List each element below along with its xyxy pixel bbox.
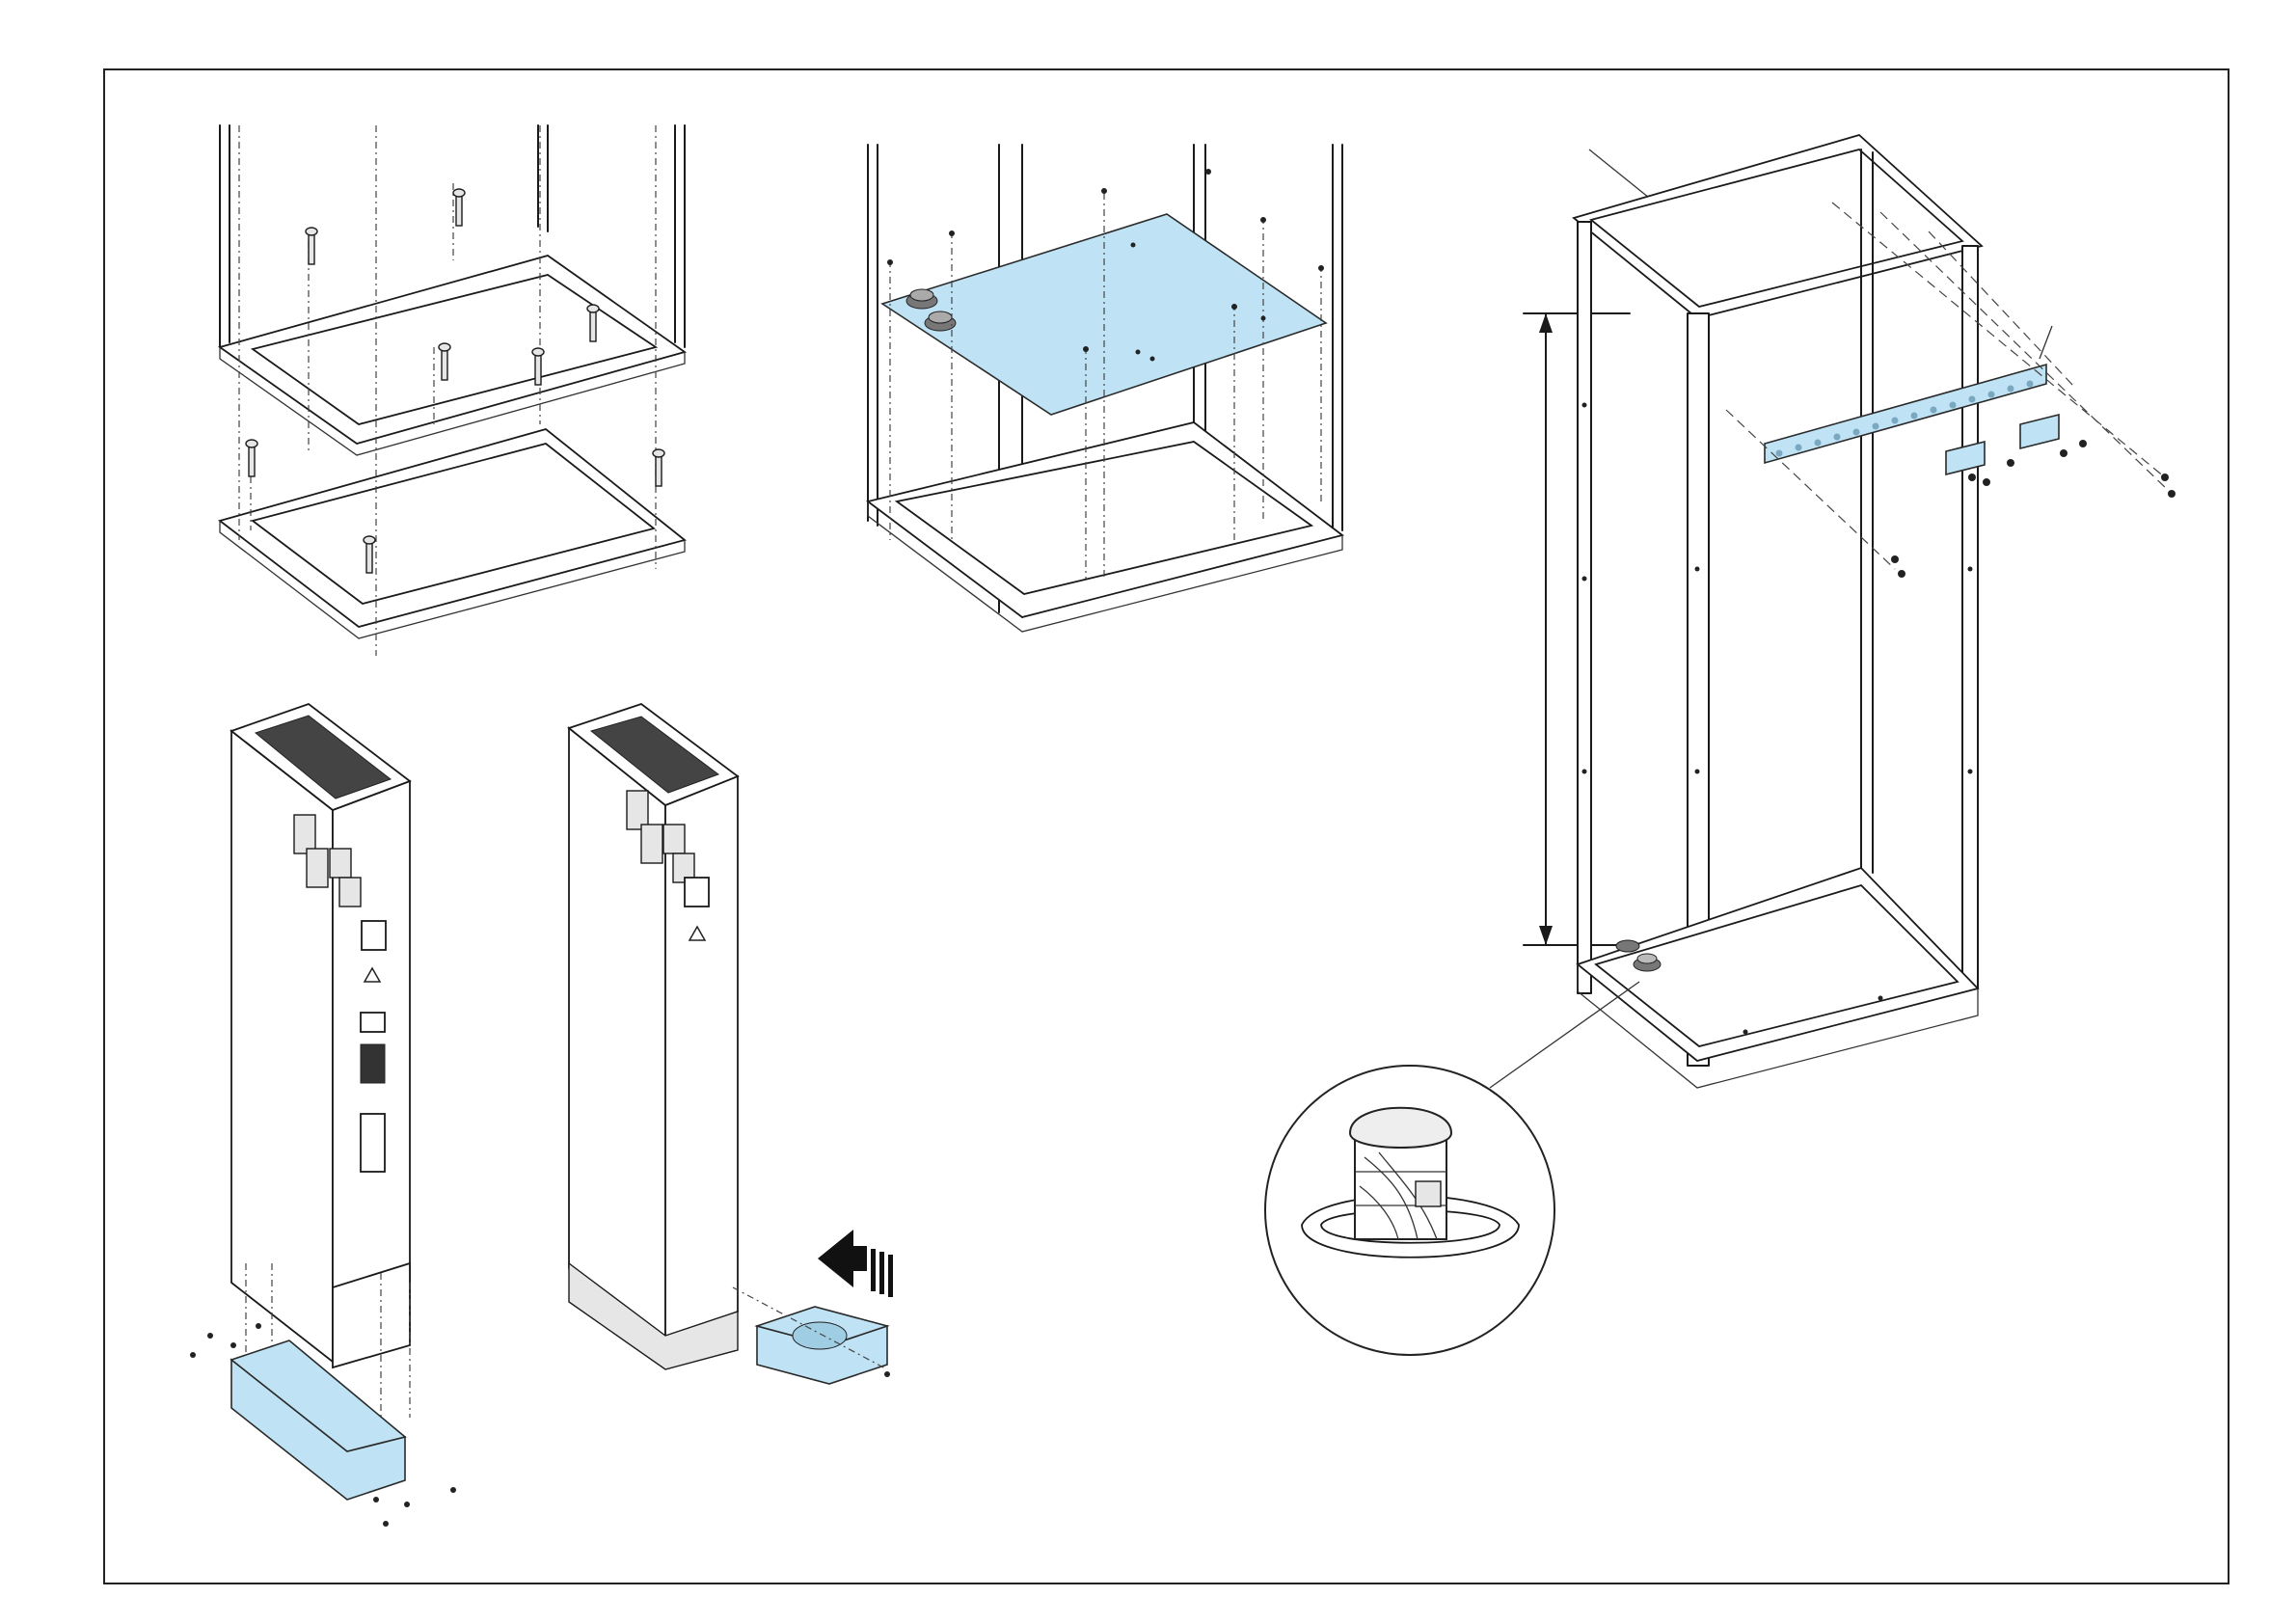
leveling-foot-detail: [1265, 982, 1639, 1355]
drive-module-pedestal: [190, 704, 456, 1527]
drive-module-fan-insert: [569, 704, 893, 1384]
gland-plate-installation: [868, 145, 1342, 632]
insert-arrow-icon: [818, 1230, 893, 1297]
plinth-frame-assembly: [220, 125, 685, 656]
cabinet-frame-with-rail: [1524, 135, 2175, 1088]
